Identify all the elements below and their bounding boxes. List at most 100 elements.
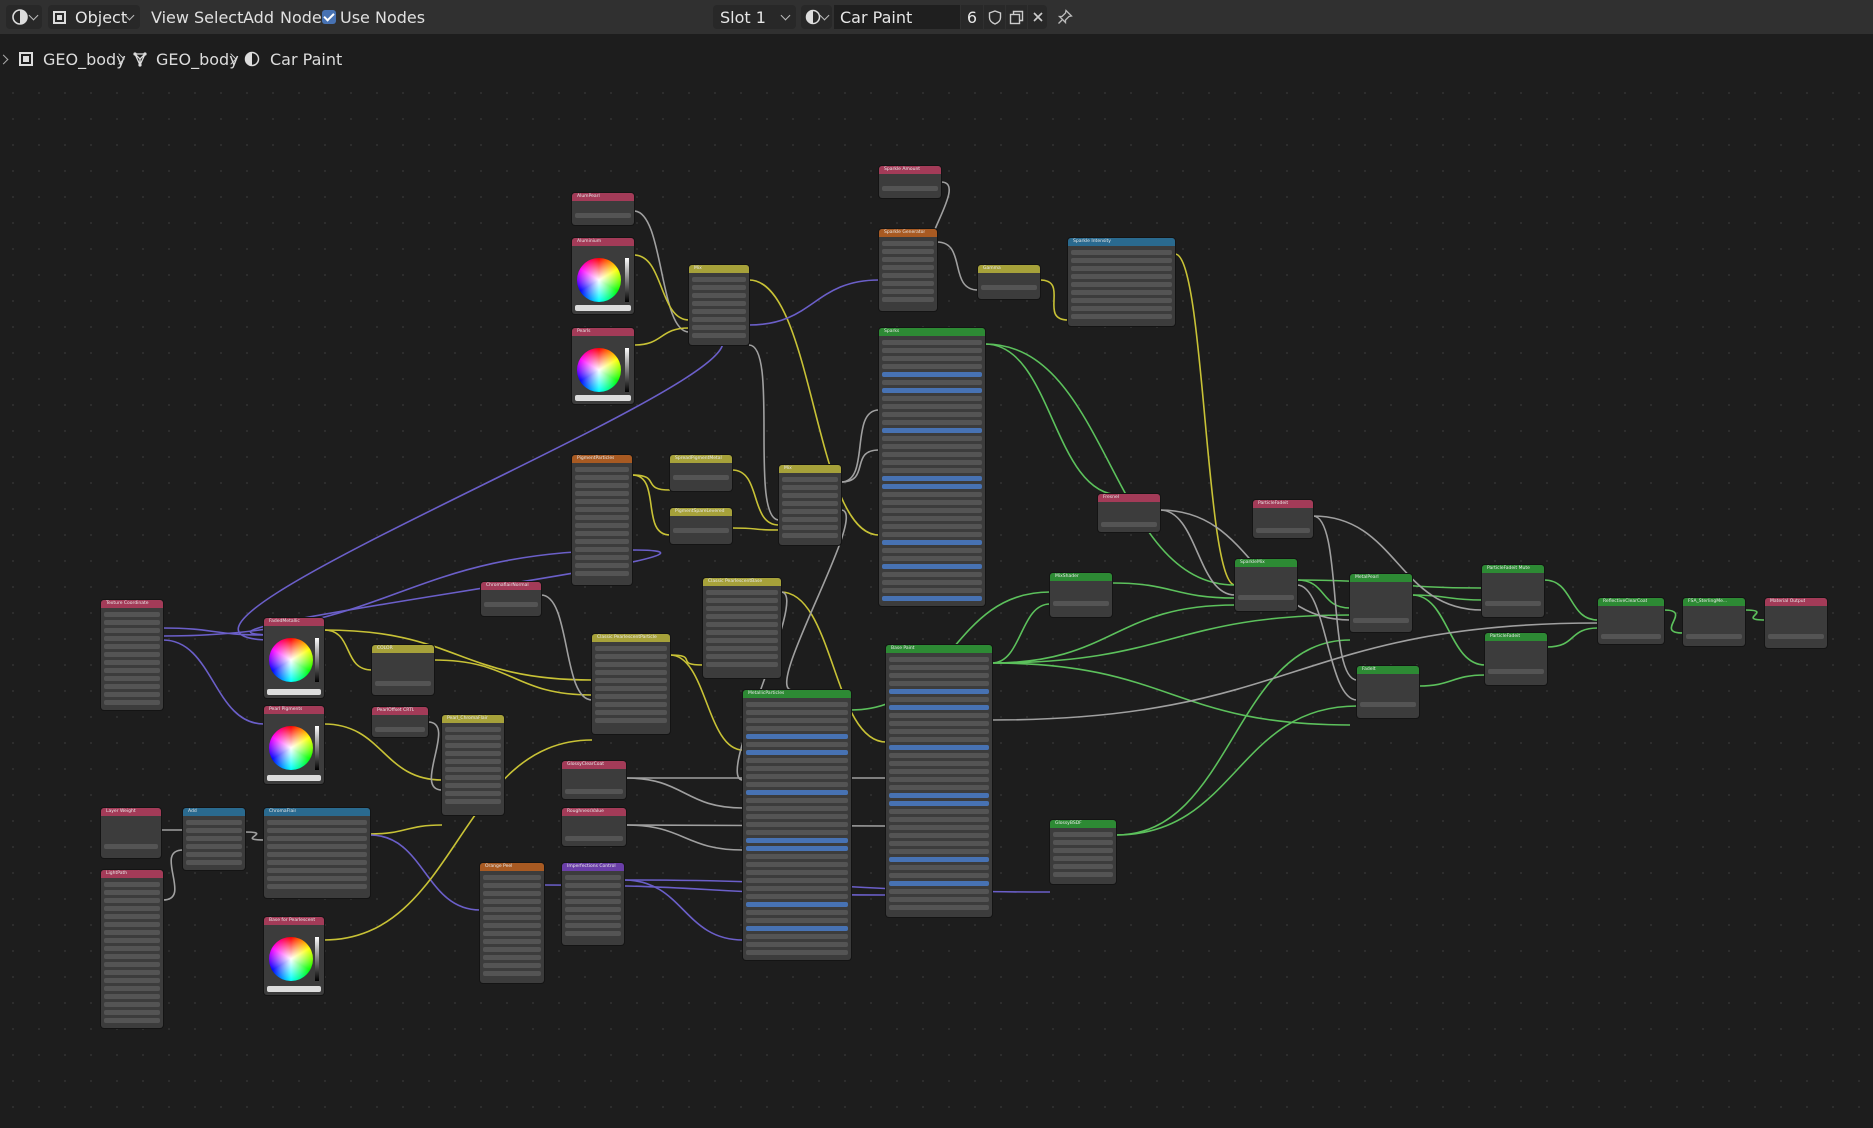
node-field[interactable] xyxy=(483,931,541,936)
node-field[interactable] xyxy=(483,947,541,952)
node-field[interactable] xyxy=(746,902,848,907)
node-field[interactable] xyxy=(575,483,629,488)
node-field[interactable] xyxy=(882,186,938,191)
node-field[interactable] xyxy=(104,668,160,673)
node-field[interactable] xyxy=(746,758,848,763)
node-field[interactable] xyxy=(445,727,501,732)
node-field[interactable] xyxy=(1686,634,1742,639)
node-field[interactable] xyxy=(565,923,621,928)
node-field[interactable] xyxy=(889,801,989,806)
node-field[interactable] xyxy=(483,955,541,960)
node-field[interactable] xyxy=(746,710,848,715)
node-field[interactable] xyxy=(782,525,838,530)
node-field[interactable] xyxy=(882,281,934,286)
node-field[interactable] xyxy=(104,676,160,681)
node-field[interactable] xyxy=(692,317,746,322)
node-field[interactable] xyxy=(746,798,848,803)
node-field[interactable] xyxy=(104,612,160,617)
node-chromaflair-normal[interactable]: ChromaflairNormal xyxy=(481,582,541,616)
node-field[interactable] xyxy=(104,938,160,943)
node-field[interactable] xyxy=(889,865,989,870)
color-wheel[interactable] xyxy=(269,726,313,770)
node-field[interactable] xyxy=(882,340,982,345)
node-classic-pearlescent-particle[interactable]: Classic PearlescentParticle xyxy=(592,634,670,734)
node-pearls[interactable]: Pearls xyxy=(572,328,634,404)
node-field[interactable] xyxy=(1053,864,1113,869)
node-header[interactable]: AlumPearl xyxy=(572,193,634,201)
node-field[interactable] xyxy=(746,766,848,771)
node-field[interactable] xyxy=(782,517,838,522)
node-header[interactable]: SpreadPigmentMetal xyxy=(670,455,732,463)
color-swatch[interactable] xyxy=(267,775,321,781)
node-field[interactable] xyxy=(889,777,989,782)
node-field[interactable] xyxy=(186,852,242,857)
node-roughness-value[interactable]: RoughnessValue xyxy=(562,808,626,846)
node-header[interactable]: FSA_SterlingMe... xyxy=(1683,598,1745,606)
node-field[interactable] xyxy=(882,564,982,569)
node-field[interactable] xyxy=(882,476,982,481)
node-header[interactable]: Layer Weight xyxy=(101,808,161,816)
node-particle-fadeit[interactable]: ParticleFadeit xyxy=(1253,500,1313,538)
node-field[interactable] xyxy=(882,265,934,270)
node-field[interactable] xyxy=(882,492,982,497)
node-field[interactable] xyxy=(483,963,541,968)
node-field[interactable] xyxy=(746,846,848,851)
node-header[interactable]: Gamma xyxy=(978,265,1040,273)
node-field[interactable] xyxy=(483,899,541,904)
node-field[interactable] xyxy=(1360,686,1416,691)
node-header[interactable]: PigmentParticles xyxy=(572,455,632,463)
node-field[interactable] xyxy=(1053,840,1113,845)
node-field[interactable] xyxy=(565,820,623,825)
node-field[interactable] xyxy=(104,660,160,665)
node-field[interactable] xyxy=(889,721,989,726)
node-field[interactable] xyxy=(575,555,629,560)
node-field[interactable] xyxy=(1071,250,1172,255)
node-field[interactable] xyxy=(1071,274,1172,279)
node-field[interactable] xyxy=(483,883,541,888)
node-field[interactable] xyxy=(595,646,667,651)
node-field[interactable] xyxy=(882,428,982,433)
node-field[interactable] xyxy=(104,994,160,999)
node-field[interactable] xyxy=(882,364,982,369)
node-field[interactable] xyxy=(104,946,160,951)
node-field[interactable] xyxy=(673,520,729,525)
node-header[interactable]: SparkleMix xyxy=(1235,559,1297,567)
node-field[interactable] xyxy=(1768,618,1824,623)
node-field[interactable] xyxy=(104,986,160,991)
node-field[interactable] xyxy=(1485,577,1541,582)
node-field[interactable] xyxy=(882,420,982,425)
user-count-button[interactable]: 6 xyxy=(961,5,983,29)
node-field[interactable] xyxy=(575,507,629,512)
node-field[interactable] xyxy=(782,477,838,482)
node-fadeit[interactable]: FadeIt xyxy=(1357,666,1419,718)
node-field[interactable] xyxy=(1360,702,1416,707)
node-field[interactable] xyxy=(565,899,621,904)
node-chroma-flair[interactable]: ChromaFlair xyxy=(264,808,370,898)
node-field[interactable] xyxy=(782,501,838,506)
node-fsa-sterling[interactable]: FSA_SterlingMe... xyxy=(1683,598,1745,646)
node-field[interactable] xyxy=(104,970,160,975)
node-header[interactable]: ParticleFadeit xyxy=(1253,500,1313,508)
node-field[interactable] xyxy=(1053,848,1113,853)
node-field[interactable] xyxy=(889,793,989,798)
node-field[interactable] xyxy=(706,630,778,635)
node-field[interactable] xyxy=(483,939,541,944)
node-field[interactable] xyxy=(575,547,629,552)
node-field[interactable] xyxy=(1238,595,1294,600)
node-field[interactable] xyxy=(746,750,848,755)
node-field[interactable] xyxy=(782,509,838,514)
node-pearl-chromaflair[interactable]: Pearl_ChromaFlair xyxy=(442,715,504,815)
node-field[interactable] xyxy=(706,638,778,643)
node-field[interactable] xyxy=(746,894,848,899)
node-field[interactable] xyxy=(445,799,501,804)
node-field[interactable] xyxy=(104,930,160,935)
node-header[interactable]: Material Output xyxy=(1765,598,1827,606)
node-field[interactable] xyxy=(483,875,541,880)
node-field[interactable] xyxy=(746,950,848,955)
node-faded-metallic[interactable]: FadedMetallic xyxy=(264,618,324,698)
node-header[interactable]: ChromaFlair xyxy=(264,808,370,816)
node-field[interactable] xyxy=(746,926,848,931)
node-field[interactable] xyxy=(882,404,982,409)
node-field[interactable] xyxy=(104,628,160,633)
node-field[interactable] xyxy=(1101,506,1157,511)
